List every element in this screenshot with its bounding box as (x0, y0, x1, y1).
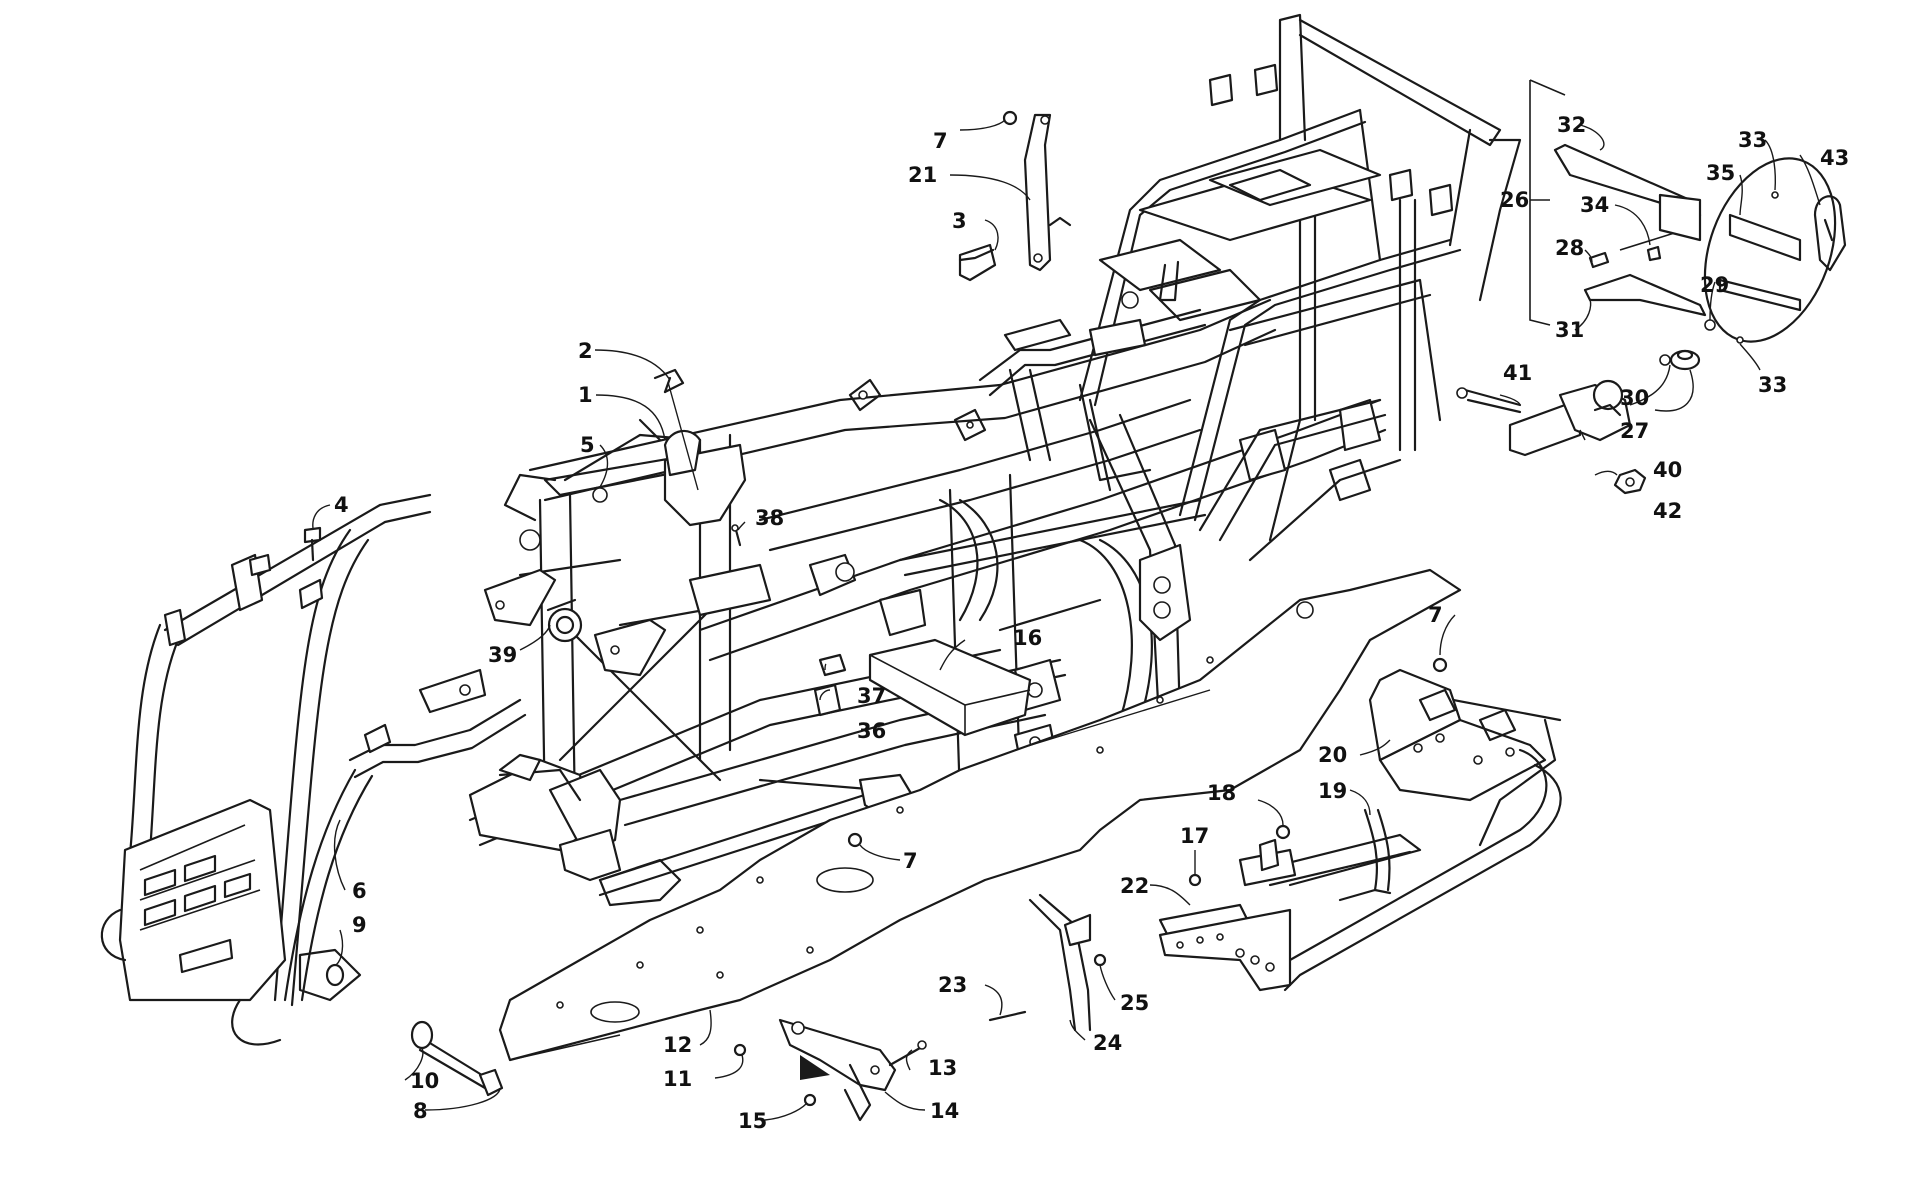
callout-6: 6 (352, 879, 367, 903)
callout-9: 9 (352, 913, 367, 937)
callout-15: 15 (738, 1109, 767, 1133)
callout-8: 8 (413, 1099, 428, 1123)
callout-18: 18 (1207, 781, 1236, 805)
callout-31: 31 (1555, 318, 1584, 342)
callout-24: 24 (1093, 1031, 1122, 1055)
callout-33-bottom: 33 (1758, 373, 1787, 397)
callout-4: 4 (334, 493, 349, 517)
callout-16: 16 (1013, 626, 1042, 650)
callout-labels: 1 2 3 4 5 6 7 7 7 8 9 10 11 12 13 14 15 … (334, 113, 1849, 1133)
callout-21: 21 (908, 163, 937, 187)
callout-29: 29 (1700, 273, 1729, 297)
callout-13: 13 (928, 1056, 957, 1080)
callout-23: 23 (938, 973, 967, 997)
callout-34: 34 (1580, 193, 1609, 217)
floor-bracket-24 (1028, 893, 1092, 1032)
callout-7-top: 7 (933, 129, 948, 153)
callout-7-bottom: 7 (903, 849, 918, 873)
callout-38: 38 (755, 506, 784, 530)
callout-40: 40 (1653, 458, 1682, 482)
callout-22: 22 (1120, 874, 1149, 898)
callout-28: 28 (1555, 236, 1584, 260)
main-chassis-frame (468, 13, 1522, 907)
callout-12: 12 (663, 1033, 692, 1057)
leader-lines (312, 119, 1821, 1121)
floor-bracket-14 (778, 1018, 897, 1122)
callout-2: 2 (578, 339, 593, 363)
callout-43: 43 (1820, 146, 1849, 170)
callout-10: 10 (410, 1069, 439, 1093)
callout-14: 14 (930, 1099, 959, 1123)
callout-20: 20 (1318, 743, 1347, 767)
callout-25: 25 (1120, 991, 1149, 1015)
callout-42: 42 (1653, 499, 1682, 523)
callout-27: 27 (1620, 419, 1649, 443)
callout-35: 35 (1706, 161, 1735, 185)
callout-39: 39 (488, 643, 517, 667)
callout-11: 11 (663, 1067, 692, 1091)
callout-36: 36 (857, 719, 886, 743)
callout-3: 3 (952, 209, 967, 233)
callout-7-right: 7 (1428, 603, 1443, 627)
callout-33-top: 33 (1738, 128, 1767, 152)
callout-30: 30 (1620, 386, 1649, 410)
small-hardware (303, 79, 1847, 1107)
callout-5: 5 (580, 433, 595, 457)
callout-19: 19 (1318, 779, 1347, 803)
callout-37: 37 (857, 684, 886, 708)
callout-41: 41 (1503, 361, 1532, 385)
callout-17: 17 (1180, 824, 1209, 848)
front-bumper (100, 493, 527, 1046)
rear-bumper-platform (1158, 668, 1562, 992)
skid-plate (498, 568, 1462, 1062)
callout-1: 1 (578, 383, 593, 407)
callout-26: 26 (1500, 188, 1529, 212)
callout-32: 32 (1557, 113, 1586, 137)
